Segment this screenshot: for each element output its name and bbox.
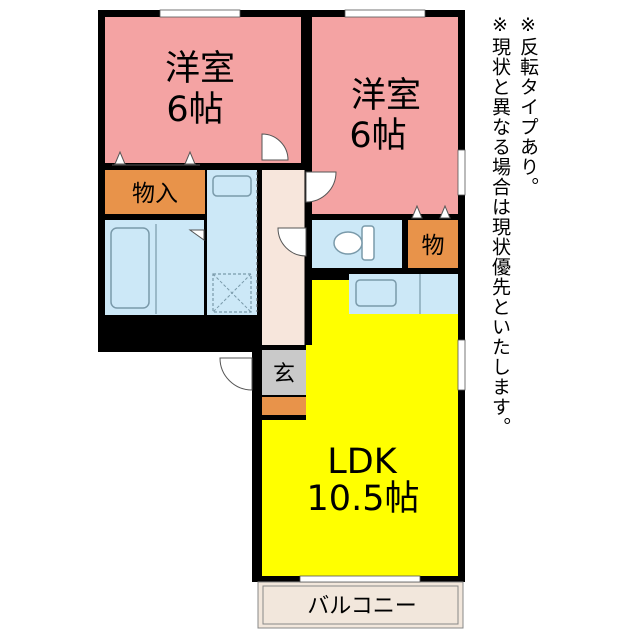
hallway	[262, 170, 306, 345]
room-right-name: 洋室	[351, 76, 421, 116]
ldk-name: LDK	[327, 442, 397, 482]
window-top-right	[344, 9, 426, 18]
western-room-right	[312, 17, 458, 214]
toilet-tank	[361, 225, 375, 261]
pan-diagonal-2	[212, 273, 252, 313]
closet-marker-4	[439, 204, 451, 219]
entrance	[262, 350, 306, 395]
storage-small-label: 物	[422, 233, 445, 259]
door-swing-toilet	[277, 227, 307, 257]
ldk-room	[262, 280, 458, 576]
room-right-size: 6帖	[349, 116, 406, 156]
window-balcony	[299, 575, 421, 583]
storage-large-label: 物入	[132, 181, 178, 207]
room-left-size: 6帖	[166, 90, 223, 130]
note-reverse-type: ※反転タイプあり。	[517, 14, 539, 197]
bathtub	[110, 227, 150, 309]
closet-marker-1	[114, 150, 126, 165]
entrance-step	[262, 397, 306, 415]
storage-small	[408, 220, 458, 268]
ldk-size: 10.5帖	[307, 479, 420, 519]
door-swing-room-left	[261, 133, 289, 161]
kitchen-sink	[355, 279, 397, 307]
washbasin	[212, 175, 252, 197]
balcony	[257, 581, 464, 629]
closet-marker-3	[411, 204, 423, 219]
door-swing-room-right	[305, 171, 337, 203]
window-right-side	[457, 149, 466, 196]
storage-large	[105, 170, 205, 214]
entrance-label: 玄	[273, 362, 295, 387]
closet-marker-2	[184, 150, 196, 165]
toilet-bowl	[333, 231, 363, 255]
door-swing-bath	[188, 229, 205, 241]
door-swing-entrance	[219, 357, 253, 391]
window-top-left	[159, 9, 241, 18]
room-left-name: 洋室	[165, 49, 235, 89]
window-ldk-side	[457, 339, 466, 391]
note-priority: ※現状と異なる場合は現状優先といたします。	[489, 14, 511, 437]
balcony-label: バルコニー	[307, 594, 417, 619]
balcony-inner	[262, 585, 459, 625]
